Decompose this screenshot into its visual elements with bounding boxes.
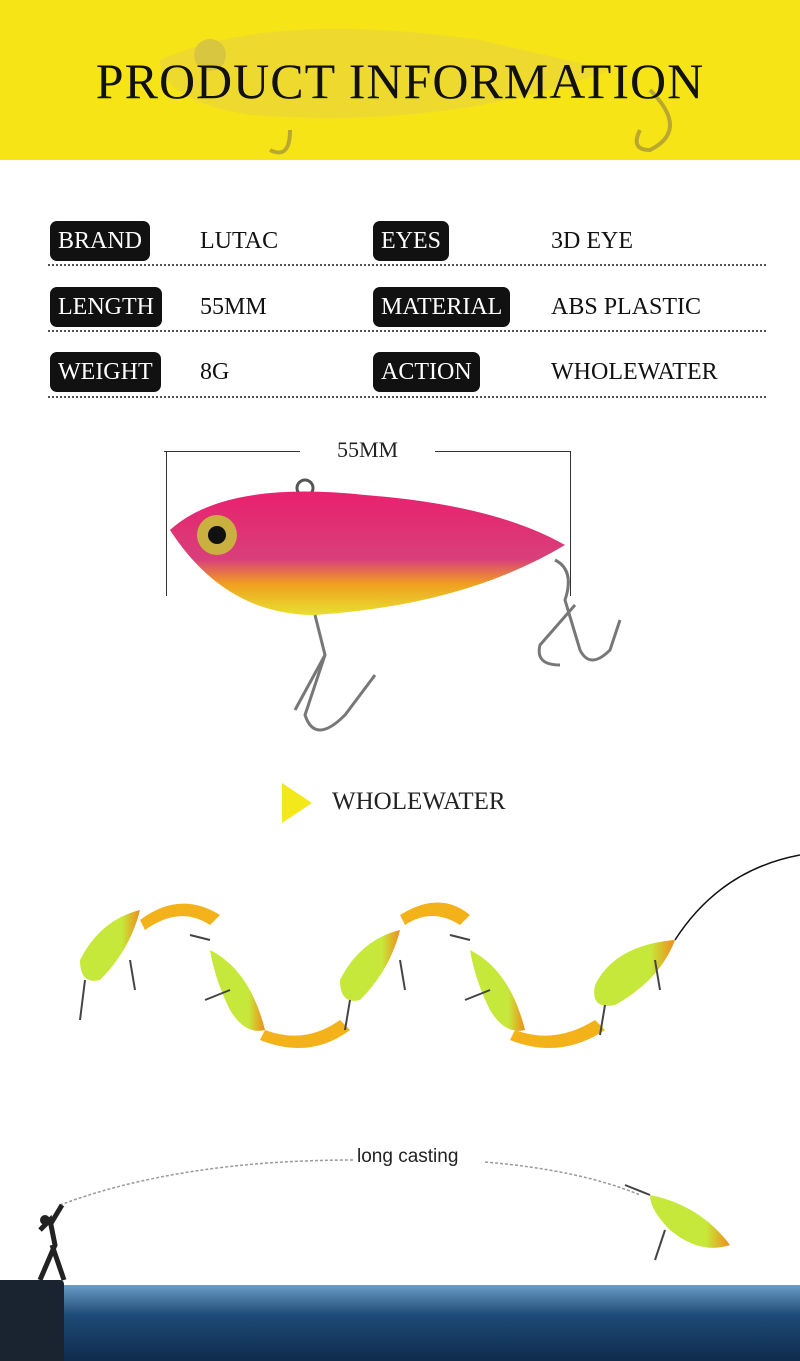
triangle-bullet-icon xyxy=(282,783,312,823)
spec-label-action: ACTION xyxy=(373,352,480,392)
divider xyxy=(48,264,766,266)
spec-label-eyes: EYES xyxy=(373,221,449,261)
dimension-tick-left xyxy=(166,451,167,596)
divider xyxy=(48,330,766,332)
lure-background-image xyxy=(160,28,672,155)
spec-value-action: WHOLEWATER xyxy=(551,359,718,385)
spec-label-material: MATERIAL xyxy=(373,287,511,327)
spec-value-eyes: 3D EYE xyxy=(551,228,633,254)
spec-label-length: LENGTH xyxy=(50,287,162,327)
dimension-tick-right xyxy=(570,451,571,596)
dimension-line-left xyxy=(164,451,300,452)
header-banner: PRODUCT INFORMATION xyxy=(0,0,800,160)
spec-value-material: ABS PLASTIC xyxy=(551,294,702,320)
dimension-label: 55MM xyxy=(336,437,399,462)
action-section-title: WHOLEWATER xyxy=(332,788,506,815)
spec-value-weight: 8G xyxy=(200,359,230,385)
shore-rock xyxy=(0,1280,64,1361)
page-title: PRODUCT INFORMATION xyxy=(95,53,705,109)
spec-value-brand: LUTAC xyxy=(200,228,279,254)
dimension-line-right xyxy=(435,451,571,452)
spec-value-length: 55MM xyxy=(200,294,267,320)
spec-label-weight: WEIGHT xyxy=(50,352,161,392)
water-image xyxy=(0,1285,800,1361)
swimming-action-diagram xyxy=(79,854,800,1048)
spec-label-brand: BRAND xyxy=(50,221,151,261)
long-casting-label: long casting xyxy=(357,1146,459,1167)
casting-diagram xyxy=(37,1159,730,1281)
lure-product-image xyxy=(170,478,622,732)
divider xyxy=(48,396,766,398)
